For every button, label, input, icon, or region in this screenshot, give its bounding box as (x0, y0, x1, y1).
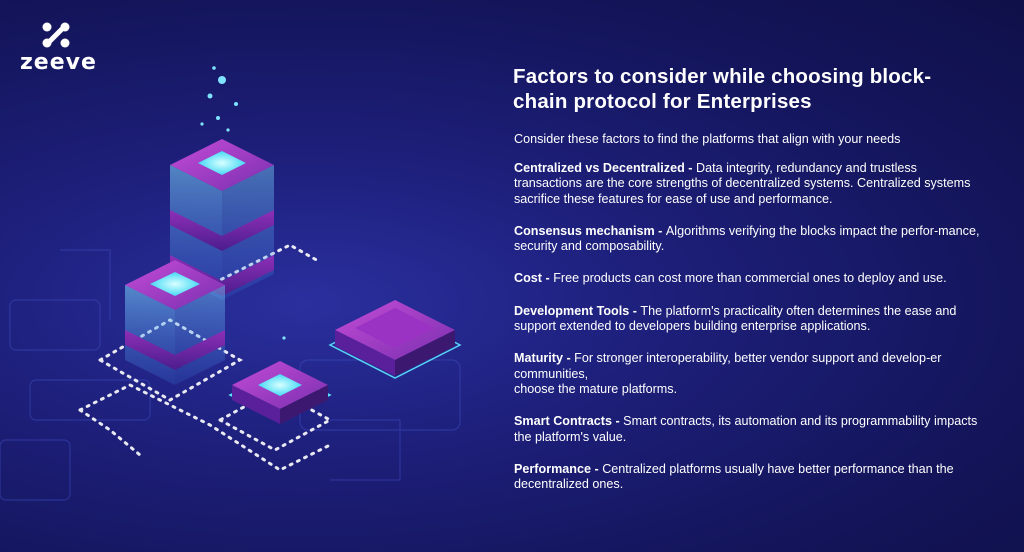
factor-performance: Performance - Centralized platforms usua… (514, 462, 983, 493)
factor-development-tools: Development Tools - The platform's pract… (514, 304, 983, 335)
factor-name: Centralized vs Decentralized - (514, 161, 696, 175)
factor-text-continued: choose the mature platforms. (514, 381, 678, 396)
factor-name: Consensus mechanism - (514, 223, 666, 238)
factor-name: Development Tools - (514, 303, 641, 318)
factor-text: Algorithms verifying the blocks impact t… (514, 223, 980, 254)
factor-name: Performance - (514, 461, 603, 476)
factor-name: Cost - (514, 271, 554, 286)
brand-logo[interactable]: zeeve (20, 22, 97, 75)
blockchain-servers-illustration (0, 66, 462, 501)
factor-cost: Cost - Free products can cost more than … (514, 271, 983, 286)
factor-centralized: Centralized vs Decentralized - Data inte… (514, 161, 983, 207)
factor-smart-contracts: Smart Contracts - Smart contracts, its a… (514, 414, 983, 445)
brand-name: zeeve (20, 50, 97, 75)
factor-text: Free products can cost more than commerc… (553, 271, 947, 286)
page-title: Factors to consider while choosing block… (513, 64, 983, 114)
factor-name: Maturity - (514, 351, 575, 366)
factor-text: Smart contracts, its automation and its … (514, 414, 978, 444)
factor-maturity: Maturity - For stronger interoperability… (514, 351, 983, 397)
factor-text: Data integrity, redundancy and trustless… (514, 161, 971, 206)
factor-name: Smart Contracts - (514, 414, 624, 429)
intro-text: Consider these factors to find the platf… (514, 132, 901, 146)
zeeve-logo-icon (42, 22, 70, 48)
factor-consensus: Consensus mechanism - Algorithms verifyi… (514, 224, 983, 255)
factor-text: Centralized platforms usually have bette… (514, 461, 954, 492)
title-line-2: chain protocol for Enterprises (513, 90, 812, 113)
content-panel: Factors to consider while choosing block… (513, 64, 983, 509)
factor-text: The platform's practicality often determ… (514, 303, 957, 334)
title-line-1: Factors to consider while choosing block… (513, 65, 932, 88)
factor-text: For stronger interoperability, better ve… (514, 351, 942, 381)
